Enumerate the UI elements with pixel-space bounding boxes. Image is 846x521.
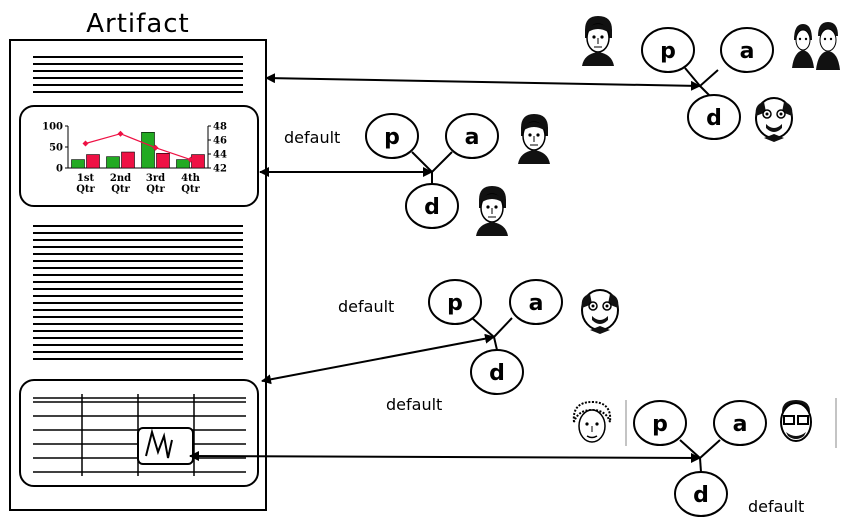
node-p (641, 27, 695, 73)
node-a (509, 279, 563, 325)
face-woman-icon (572, 400, 612, 443)
face-young-man-icon (476, 186, 508, 236)
node-a-label: a (465, 125, 480, 150)
node-d (674, 471, 728, 517)
chart-x-tick-label: Qtr (181, 184, 200, 195)
node-a (720, 27, 774, 73)
chart-line-point (82, 140, 89, 147)
chart-bar (86, 154, 100, 169)
chart-line-point (187, 156, 194, 163)
chart-y2-tick-label: 46 (213, 136, 227, 147)
chart-bar (191, 154, 205, 169)
link-arrow-spreadsheet (189, 451, 701, 463)
chart-line-point (117, 130, 124, 137)
node-a-label: a (740, 39, 755, 64)
chart-y2-tick-label: 48 (213, 122, 227, 133)
node-p (633, 400, 687, 446)
chart-bar (106, 156, 120, 169)
node-d-label: d (693, 483, 709, 508)
node-p-label: p (652, 412, 668, 437)
chart-bar (71, 159, 85, 169)
face-young-man-icon (518, 114, 550, 164)
pad-node-group-3: p a d (428, 279, 563, 395)
link-arrow-text-middle (261, 333, 495, 385)
face-couple-icon (792, 22, 840, 70)
graph-icon (137, 427, 194, 465)
node-a (713, 400, 767, 446)
chart-x-tick-label: Qtr (76, 184, 95, 195)
chart-line-series (85, 133, 191, 161)
chart-bar (141, 132, 155, 169)
chart-x-tick-label: 4th (181, 173, 201, 184)
node-a-label: a (529, 291, 544, 316)
node-d-label: d (489, 361, 505, 386)
face-bald-man-icon (581, 289, 619, 334)
artifact-title: Artifact (86, 9, 189, 39)
face-glasses-man-icon (780, 400, 812, 442)
chart-bar (176, 159, 190, 169)
chart-component (19, 105, 259, 207)
chart-y-tick-label: 0 (56, 164, 63, 175)
chart-y-tick-label: 50 (49, 143, 63, 154)
chart-x-tick-label: Qtr (111, 184, 130, 195)
node-d-label: d (424, 195, 440, 220)
chart-y2-tick-label: 44 (213, 150, 227, 161)
node-p (428, 279, 482, 325)
node-p-label: p (447, 291, 463, 316)
chart-x-tick-label: 2nd (110, 173, 131, 184)
pad-node-group-4: p a d (633, 400, 767, 517)
text-block-top (33, 56, 243, 93)
node-d (687, 94, 741, 140)
node-p-label: p (384, 125, 400, 150)
chart-bar (121, 151, 135, 169)
text-block-middle (33, 225, 243, 360)
node-d-label: d (706, 106, 722, 131)
chart-y2-tick-label: 42 (213, 164, 227, 175)
node-a (445, 113, 499, 159)
node-d (405, 183, 459, 229)
face-young-man-icon (582, 16, 614, 66)
default-label-d: default (386, 395, 442, 414)
node-p (365, 113, 419, 159)
node-d (470, 349, 524, 395)
chart-x-tick-label: Qtr (146, 184, 165, 195)
chart-bar (156, 153, 170, 169)
node-p-label: p (660, 39, 676, 64)
pad-node-group-1: p a d (641, 27, 774, 140)
node-a-label: a (733, 412, 748, 437)
chart-y-tick-label: 100 (42, 122, 63, 133)
link-arrow-text-top (265, 73, 701, 91)
default-label-chart: default (284, 128, 340, 147)
default-label-p: default (338, 297, 394, 316)
default-label-spreadsheet: default (748, 497, 804, 516)
chart-x-tick-label: 1st (77, 173, 95, 184)
pad-node-group-2: p a d (365, 113, 499, 229)
chart-line-point (152, 144, 159, 151)
chart-x-tick-label: 3rd (146, 173, 165, 184)
face-bald-man-icon (755, 97, 793, 142)
